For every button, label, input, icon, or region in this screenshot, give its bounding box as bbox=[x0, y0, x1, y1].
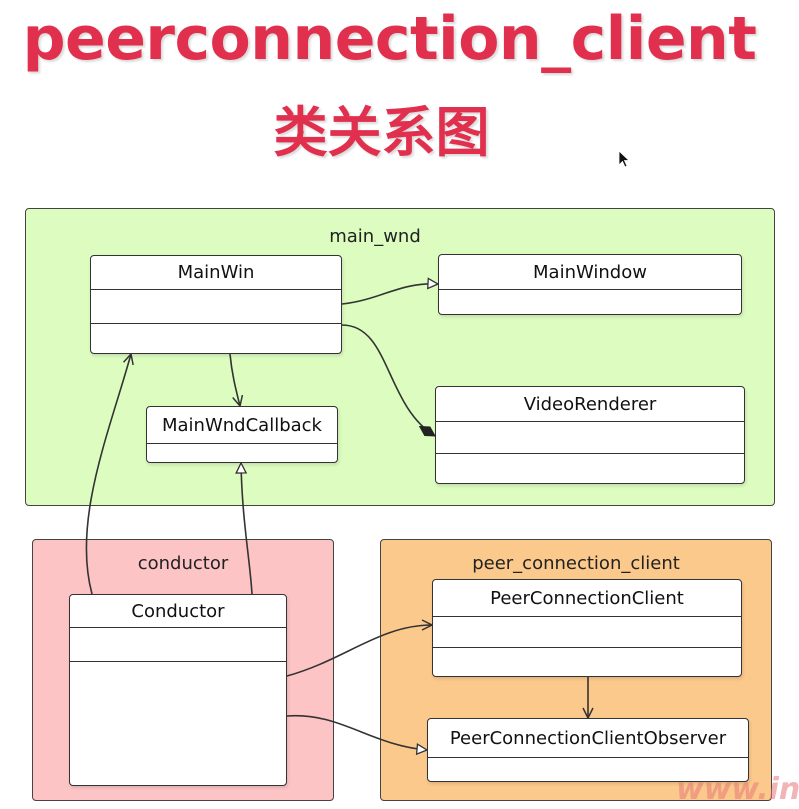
arrow-conductor-to-mainwin bbox=[85, 354, 131, 595]
arrow-conductor-to-mainwndcallback bbox=[241, 463, 253, 595]
class-main-win: MainWin bbox=[90, 255, 342, 354]
package-label-conductor: conductor bbox=[137, 553, 229, 574]
class-name-peer-connection-client: PeerConnectionClient bbox=[490, 587, 684, 609]
diagram-title: peerconnection_client bbox=[22, 4, 757, 74]
class-peer-connection-client-observer: PeerConnectionClientObserver bbox=[427, 718, 749, 782]
arrow-mainwin-to-mainwndcallback bbox=[229, 353, 240, 406]
class-conductor: Conductor bbox=[69, 594, 287, 786]
class-name-video-renderer: VideoRenderer bbox=[523, 393, 657, 415]
diagram-subtitle: 类关系图 bbox=[273, 101, 490, 164]
arrow-conductor-to-peerconnectionclient bbox=[286, 625, 432, 677]
mouse-cursor-icon bbox=[618, 150, 631, 168]
class-name-peer-connection-client-observer: PeerConnectionClientObserver bbox=[449, 727, 727, 749]
class-name-main-window: MainWindow bbox=[533, 261, 647, 283]
class-peer-connection-client: PeerConnectionClient bbox=[432, 579, 742, 677]
watermark: www.in bbox=[676, 772, 799, 807]
arrow-conductor-to-observer bbox=[286, 714, 427, 750]
class-name-main-wnd-callback: MainWndCallback bbox=[162, 414, 322, 436]
arrow-mainwin-to-mainwindow bbox=[341, 284, 438, 305]
package-label-peer-connection-client: peer_connection_client bbox=[472, 553, 680, 574]
arrow-mainwin-to-videorenderer bbox=[341, 324, 435, 437]
class-video-renderer: VideoRenderer bbox=[435, 386, 745, 484]
class-name-main-win: MainWin bbox=[177, 262, 255, 283]
package-label-main-wnd: main_wnd bbox=[329, 226, 421, 247]
class-name-conductor: Conductor bbox=[131, 600, 225, 622]
class-main-window: MainWindow bbox=[438, 254, 742, 315]
